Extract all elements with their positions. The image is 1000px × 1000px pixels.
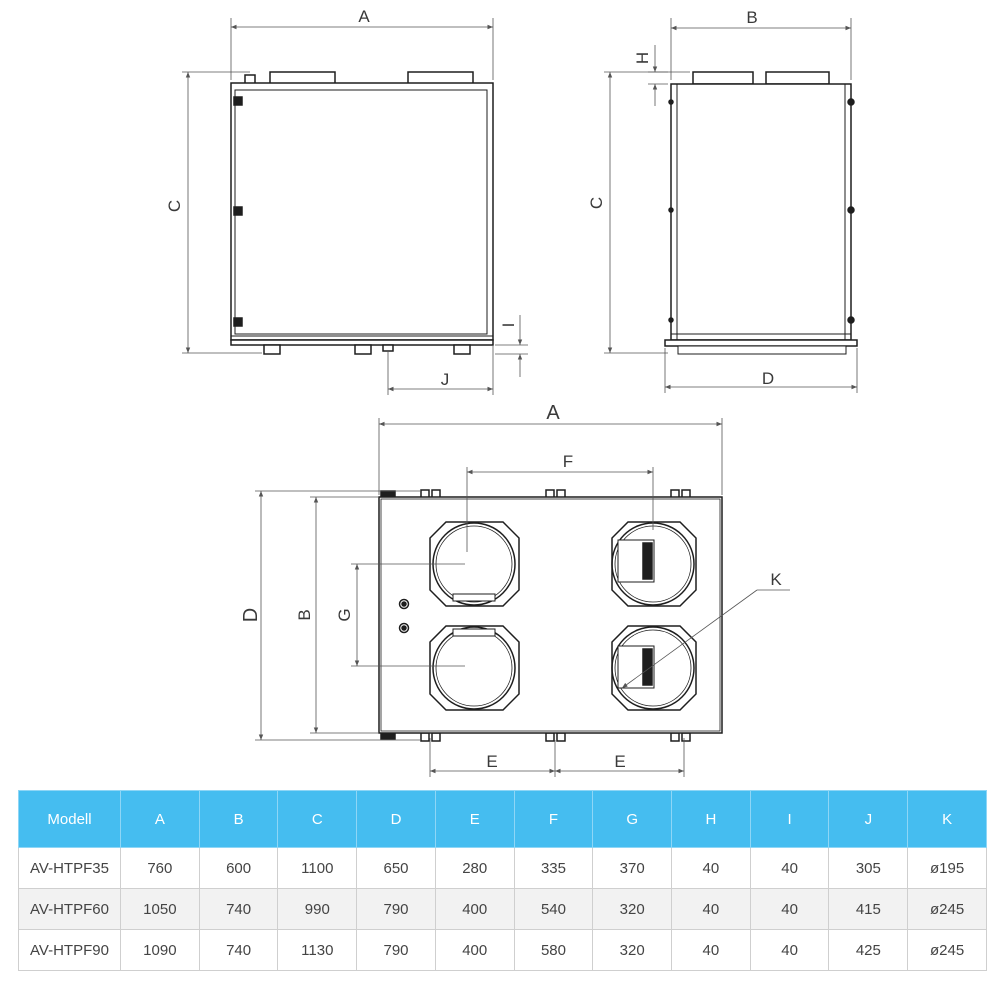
cell-h: 40 [671, 929, 751, 971]
top-view-dimensions [255, 418, 790, 777]
cell-b: 600 [198, 847, 279, 889]
side-view [664, 71, 858, 355]
header-e: E [434, 790, 515, 848]
header-j: J [828, 790, 909, 848]
cell-k: ø195 [907, 847, 987, 889]
table-row: AV-HTPF35 760 600 1100 650 280 335 370 4… [18, 847, 987, 889]
header-i: I [749, 790, 830, 848]
dim-label-d-side: D [762, 369, 774, 388]
dim-label-e-left: E [486, 752, 497, 771]
top-view [378, 489, 723, 742]
cell-b: 740 [198, 888, 279, 930]
dim-label-d-top: D [240, 608, 262, 622]
cell-j: 425 [828, 929, 909, 971]
table-row: AV-HTPF90 1090 740 1130 790 400 580 320 … [18, 929, 987, 971]
cell-model: AV-HTPF90 [18, 929, 121, 971]
header-f: F [513, 790, 594, 848]
dim-label-e-right: E [614, 752, 625, 771]
front-view-dimensions [182, 18, 528, 395]
dim-label-c-front: C [165, 200, 184, 212]
cell-c: 1130 [277, 929, 358, 971]
cell-c: 1100 [277, 847, 358, 889]
dim-label-b-top: B [295, 609, 314, 620]
cell-f: 335 [513, 847, 594, 889]
cell-d: 790 [356, 929, 436, 971]
cell-d: 790 [356, 888, 436, 930]
table-row: AV-HTPF60 1050 740 990 790 400 540 320 4… [18, 888, 987, 930]
cell-g: 320 [592, 888, 673, 930]
cell-e: 400 [434, 888, 515, 930]
cell-b: 740 [198, 929, 279, 971]
dim-label-a-front: A [358, 7, 370, 26]
header-c: C [277, 790, 358, 848]
dim-label-i: I [499, 323, 518, 328]
technical-drawing: A C I J B H C D [165, 7, 858, 777]
cell-f: 580 [513, 929, 594, 971]
cell-i: 40 [749, 847, 830, 889]
dim-label-f: F [563, 452, 573, 471]
front-view [230, 71, 494, 355]
cell-g: 370 [592, 847, 673, 889]
header-b: B [198, 790, 279, 848]
dim-label-j: J [441, 370, 450, 389]
cell-k: ø245 [907, 929, 987, 971]
side-view-dimensions [604, 18, 858, 393]
cell-f: 540 [513, 888, 594, 930]
dim-label-g: G [335, 608, 354, 621]
cell-g: 320 [592, 929, 673, 971]
header-modell: Modell [18, 790, 121, 848]
cell-k: ø245 [907, 888, 987, 930]
dim-label-k: K [770, 570, 782, 589]
cell-i: 40 [749, 929, 830, 971]
cell-a: 1090 [120, 929, 200, 971]
cell-c: 990 [277, 888, 358, 930]
cell-h: 40 [671, 888, 751, 930]
dim-label-h: H [633, 52, 652, 64]
cell-a: 1050 [120, 888, 200, 930]
header-k: K [907, 790, 987, 848]
header-h: H [671, 790, 751, 848]
cell-model: AV-HTPF35 [18, 847, 121, 889]
table-header-row: Modell A B C D E F G H I J K [18, 790, 987, 848]
cell-a: 760 [120, 847, 200, 889]
dim-label-b-side: B [746, 8, 757, 27]
cell-i: 40 [749, 888, 830, 930]
cell-j: 415 [828, 888, 909, 930]
dimension-table: Modell A B C D E F G H I J K AV-HTPF35 7… [18, 790, 987, 971]
cell-d: 650 [356, 847, 436, 889]
header-g: G [592, 790, 673, 848]
cell-e: 280 [434, 847, 515, 889]
header-d: D [356, 790, 436, 848]
cell-model: AV-HTPF60 [18, 888, 121, 930]
header-a: A [120, 790, 200, 848]
dim-label-c-side: C [587, 197, 606, 209]
cell-j: 305 [828, 847, 909, 889]
cell-e: 400 [434, 929, 515, 971]
cell-h: 40 [671, 847, 751, 889]
dim-label-a-top: A [546, 402, 560, 424]
